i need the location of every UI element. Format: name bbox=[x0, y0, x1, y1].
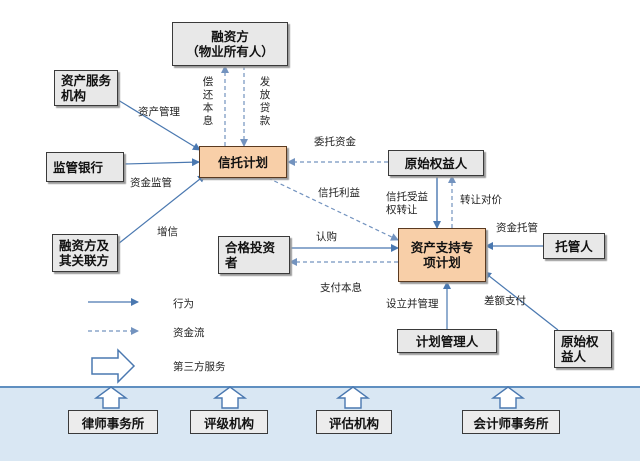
label-loan: 发 放 贷 款 bbox=[259, 76, 271, 127]
label-trust-transfer: 信托受益 权转让 bbox=[386, 191, 428, 216]
legend-fund-flow: 资金流 bbox=[173, 327, 205, 339]
up-arrow-icon-appraisal bbox=[335, 386, 371, 409]
legend-block-arrow-icon bbox=[91, 348, 136, 384]
label-credit-enhancement: 增信 bbox=[157, 226, 178, 238]
node-supervising-bank: 监管银行 bbox=[46, 152, 124, 182]
legend-behavior: 行为 bbox=[173, 298, 194, 310]
label-fund-custody: 资金托管 bbox=[496, 222, 538, 234]
third-party-appraisal-agency: 评估机构 bbox=[316, 410, 392, 434]
edge-fund-supervision bbox=[123, 158, 200, 167]
label-fund-supervision: 资金监管 bbox=[130, 177, 172, 189]
third-party-lawfirm: 律师事务所 bbox=[68, 410, 158, 434]
up-arrow-icon-accounting bbox=[490, 386, 526, 409]
node-plan-manager: 计划管理人 bbox=[397, 329, 497, 353]
third-party-rating-agency: 评级机构 bbox=[190, 410, 268, 434]
node-asset-service: 资产服务 机构 bbox=[54, 70, 118, 106]
node-original-beneficiary-top: 原始权益人 bbox=[388, 150, 484, 176]
label-transfer-price: 转让对价 bbox=[460, 194, 502, 206]
label-entrusted-funds: 委托资金 bbox=[314, 136, 356, 148]
label-pay-principal: 支付本息 bbox=[320, 282, 362, 294]
edge-asset-management bbox=[117, 99, 201, 151]
edge-credit-enhancement bbox=[117, 174, 206, 245]
edge-trust-income bbox=[267, 177, 399, 241]
node-original-beneficiary-bottom: 原始权 益人 bbox=[554, 330, 612, 368]
label-establish-manage: 设立并管理 bbox=[386, 298, 439, 310]
label-repay: 偿 还 本 息 bbox=[202, 76, 214, 127]
label-subscribe: 认购 bbox=[316, 231, 337, 243]
legend-third-party: 第三方服务 bbox=[173, 361, 226, 373]
third-party-divider bbox=[0, 386, 640, 388]
node-abs-plan: 资产支持专 项计划 bbox=[398, 228, 486, 282]
label-trust-income: 信托利益 bbox=[318, 187, 360, 199]
node-financier-owner: 融资方 （物业所有人） bbox=[172, 22, 288, 66]
node-custodian: 托管人 bbox=[543, 233, 605, 259]
node-trust-plan: 信托计划 bbox=[199, 146, 287, 178]
up-arrow-icon-lawfirm bbox=[93, 386, 129, 409]
node-qualified-investor: 合格投资 者 bbox=[218, 236, 290, 274]
up-arrow-icon-rating bbox=[212, 386, 248, 409]
edge-shortfall-payment bbox=[483, 271, 559, 331]
third-party-accounting-firm: 会计师事务所 bbox=[462, 410, 560, 434]
label-shortfall-payment: 差额支付 bbox=[484, 295, 526, 307]
label-asset-management: 资产管理 bbox=[138, 106, 180, 118]
node-financier-affiliates: 融资方及 其关联方 bbox=[52, 234, 118, 272]
